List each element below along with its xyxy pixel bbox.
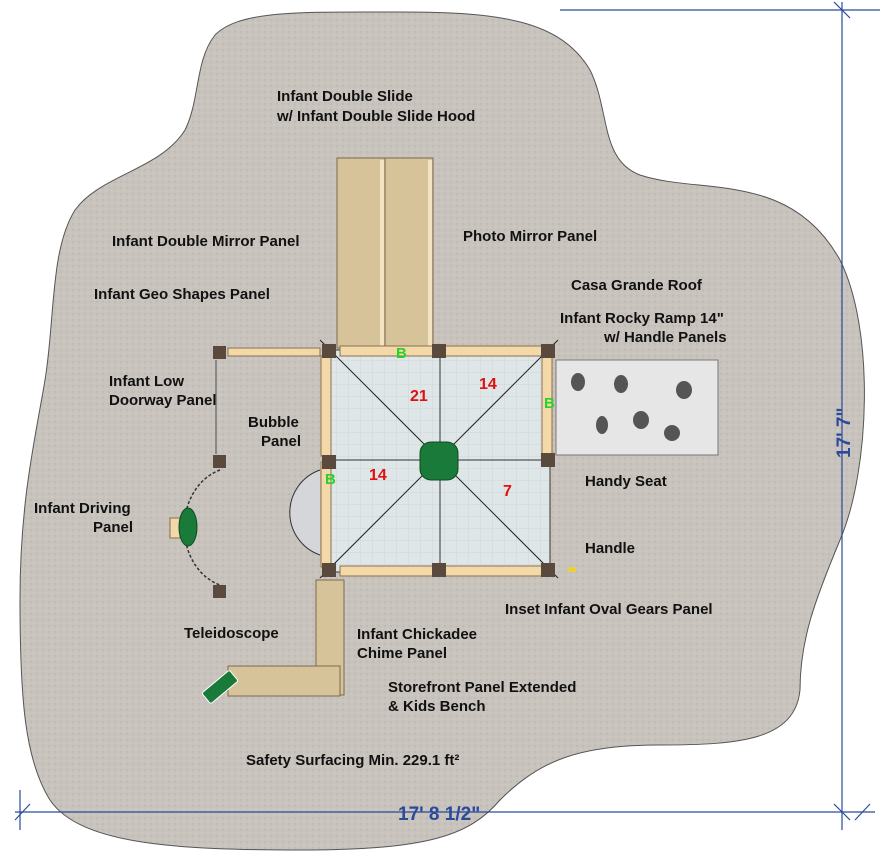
deck-structure: [213, 339, 576, 598]
label-oval-gears: Inset Infant Oval Gears Panel: [505, 601, 713, 618]
infant-rocky-ramp: [555, 359, 719, 456]
handle-icon: [568, 567, 576, 572]
label-driving-1: Infant Driving: [34, 500, 131, 517]
label-bubble-2: Panel: [261, 433, 301, 450]
barrier-mark-east: B: [544, 395, 555, 412]
deck-height-sw: 14: [369, 467, 387, 484]
label-driving-2: Panel: [93, 519, 133, 536]
label-geo-shapes: Infant Geo Shapes Panel: [94, 286, 270, 303]
label-bubble-1: Bubble: [248, 414, 299, 431]
label-slide: Infant Double Slide: [277, 88, 413, 105]
storefront-bench: [202, 579, 345, 704]
label-slide-hood: w/ Infant Double Slide Hood: [276, 108, 475, 125]
label-roof: Casa Grande Roof: [571, 277, 703, 294]
label-chickadee-1: Infant Chickadee: [357, 626, 477, 643]
deck-height-se: 7: [503, 483, 512, 500]
deck-height-ne: 14: [479, 376, 497, 393]
steering-wheel-icon: [178, 507, 198, 547]
label-storefront-1: Storefront Panel Extended: [388, 679, 576, 696]
deck-height-nw: 21: [410, 388, 428, 405]
infant-double-slide: [336, 157, 434, 349]
width-dimension-label: 17' 8 1/2": [398, 804, 480, 825]
label-low-doorway-1: Infant Low: [109, 373, 184, 390]
barrier-mark-north: B: [396, 345, 407, 362]
label-teleidoscope: Teleidoscope: [184, 625, 279, 642]
depth-dimension-label: 17' 7": [834, 407, 855, 458]
bubble-panel: [289, 469, 321, 556]
label-double-mirror: Infant Double Mirror Panel: [112, 233, 300, 250]
label-storefront-2: & Kids Bench: [388, 698, 486, 715]
label-chickadee-2: Chime Panel: [357, 645, 447, 662]
label-photo-mirror: Photo Mirror Panel: [463, 228, 597, 245]
teleidoscope-icon: [202, 670, 238, 704]
label-handle-panels: w/ Handle Panels: [603, 329, 727, 346]
label-surfacing: Safety Surfacing Min. 229.1 ft²: [246, 752, 459, 769]
label-handle: Handle: [585, 540, 635, 557]
roof-peak: [419, 441, 459, 481]
barrier-mark-west: B: [325, 471, 336, 488]
label-handy-seat: Handy Seat: [585, 473, 667, 490]
width-dimension-line: [14, 790, 875, 830]
depth-dimension-line: [560, 1, 880, 830]
label-rocky-ramp: Infant Rocky Ramp 14": [560, 310, 724, 327]
label-low-doorway-2: Doorway Panel: [109, 392, 217, 409]
infant-driving-panel: [169, 469, 221, 586]
